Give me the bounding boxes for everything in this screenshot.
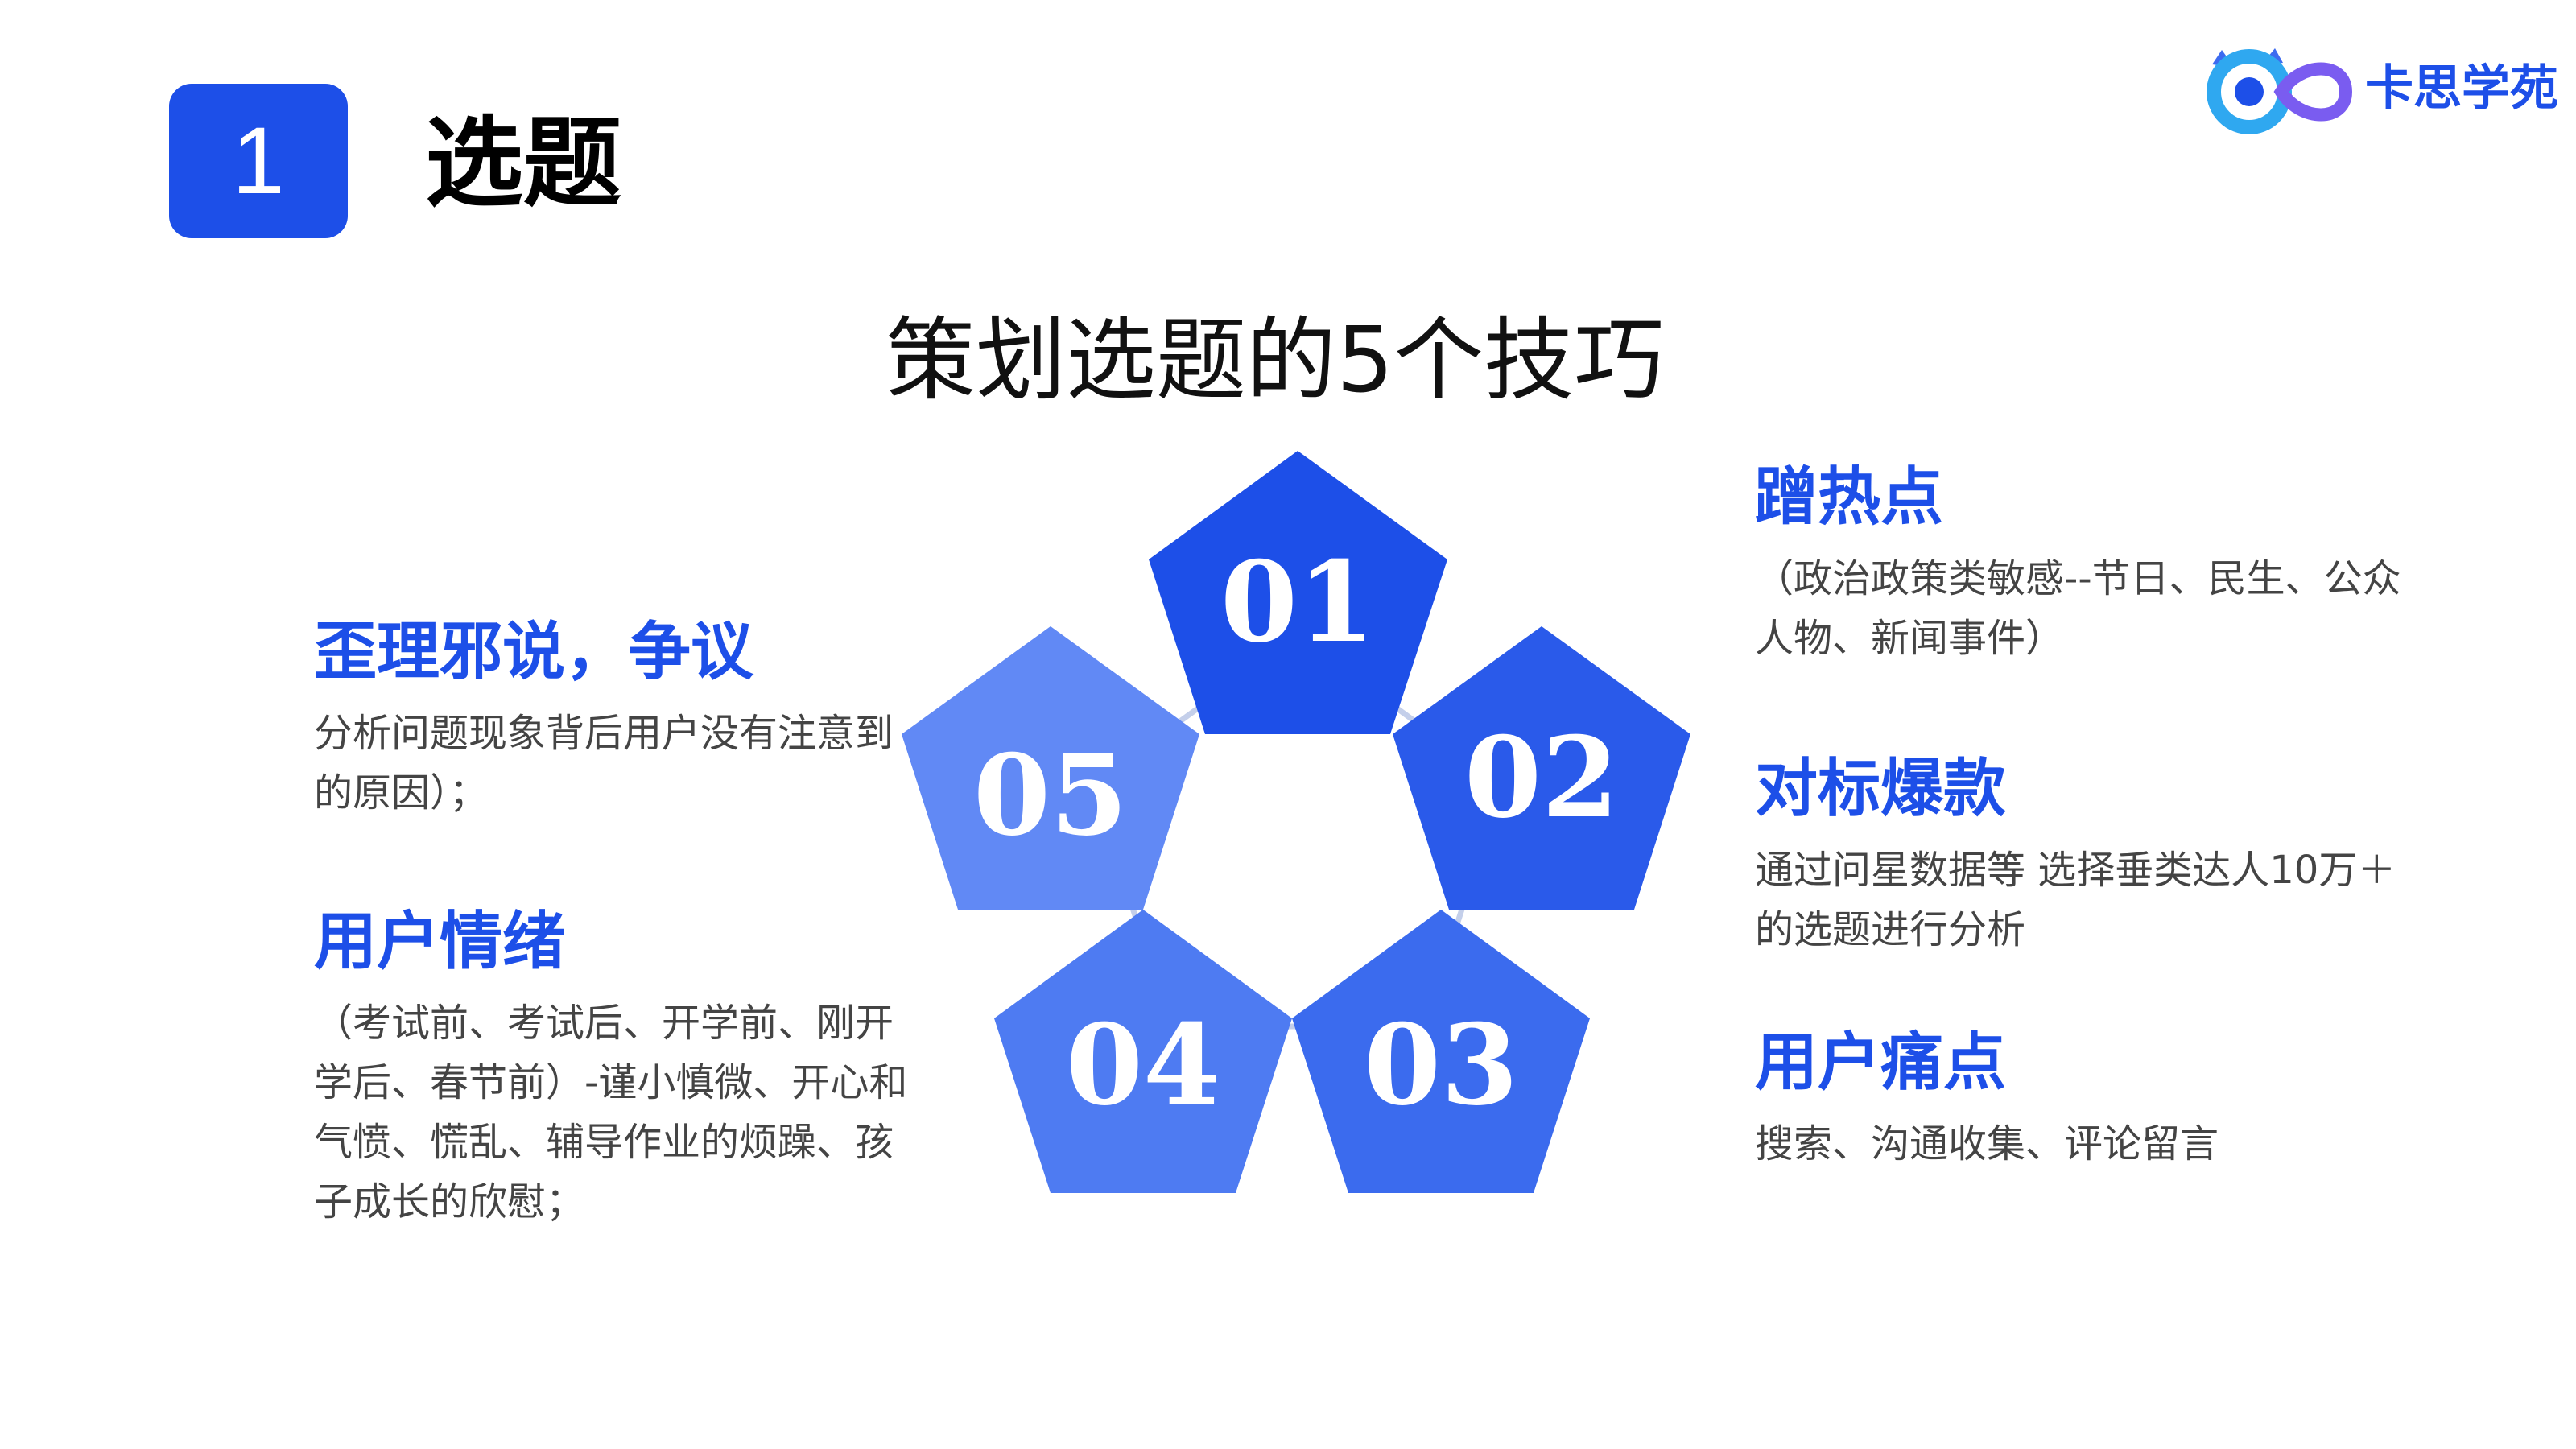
tip-emotion-desc: （考试前、考试后、开学前、刚开学后、春节前）-谨小慎微、开心和气愤、慌乱、辅导作…: [314, 1001, 908, 1224]
pentagon-04: 04: [994, 910, 1292, 1193]
tip-emotion: 用户情绪 （考试前、考试后、开学前、刚开学后、春节前）-谨小慎微、开心和气愤、慌…: [314, 902, 910, 1232]
tip-fallacy-title: 歪理邪说，争议: [314, 616, 754, 688]
tip-fallacy-desc: 分析问题现象背后用户没有注意到的原因）；: [314, 711, 894, 815]
brand-name: 卡思学苑: [2365, 60, 2558, 117]
section-title: 选题: [425, 106, 621, 221]
svg-text:04: 04: [1066, 999, 1220, 1130]
brand-logo: 卡思学苑: [2204, 32, 2558, 137]
svg-text:01: 01: [1220, 536, 1375, 667]
svg-text:03: 03: [1364, 999, 1518, 1130]
infinity-eye-logo-icon: [2207, 48, 2353, 134]
tip-emotion-title: 用户情绪: [314, 906, 566, 978]
tip-pain-points: 用户痛点 搜索、沟通收集、评论留言: [1755, 1022, 2423, 1174]
tip-benchmark-title: 对标爆款: [1755, 753, 2007, 825]
tip-pain-points-title: 用户痛点: [1755, 1026, 2007, 1099]
tip-benchmark: 对标爆款 通过问星数据等 选择垂类达人10万＋的选题进行分析: [1755, 749, 2399, 960]
pentagon-05: 05: [902, 626, 1199, 910]
tip-pain-points-desc: 搜索、沟通收集、评论留言: [1755, 1121, 2219, 1166]
tip-benchmark-desc: 通过问星数据等 选择垂类达人10万＋的选题进行分析: [1755, 848, 2396, 952]
tip-hot-topics-desc: （政治政策类敏感--节日、民生、公众人物、新闻事件）: [1755, 556, 2401, 661]
tip-hot-topics: 蹭热点 （政治政策类敏感--节日、民生、公众人物、新闻事件）: [1755, 457, 2423, 668]
tip-fallacy: 歪理邪说，争议 分析问题现象背后用户没有注意到的原因）；: [314, 612, 894, 823]
svg-text:02: 02: [1464, 712, 1619, 843]
tip-hot-topics-title: 蹭热点: [1755, 461, 1944, 534]
svg-text:05: 05: [973, 729, 1128, 861]
pentagon-01: 01: [1149, 451, 1447, 734]
section-number-badge: 1: [169, 84, 348, 238]
pentagon-03: 03: [1292, 910, 1590, 1193]
main-title: 策划选题的5个技巧: [886, 308, 1665, 413]
pentagon-02: 02: [1393, 626, 1690, 910]
